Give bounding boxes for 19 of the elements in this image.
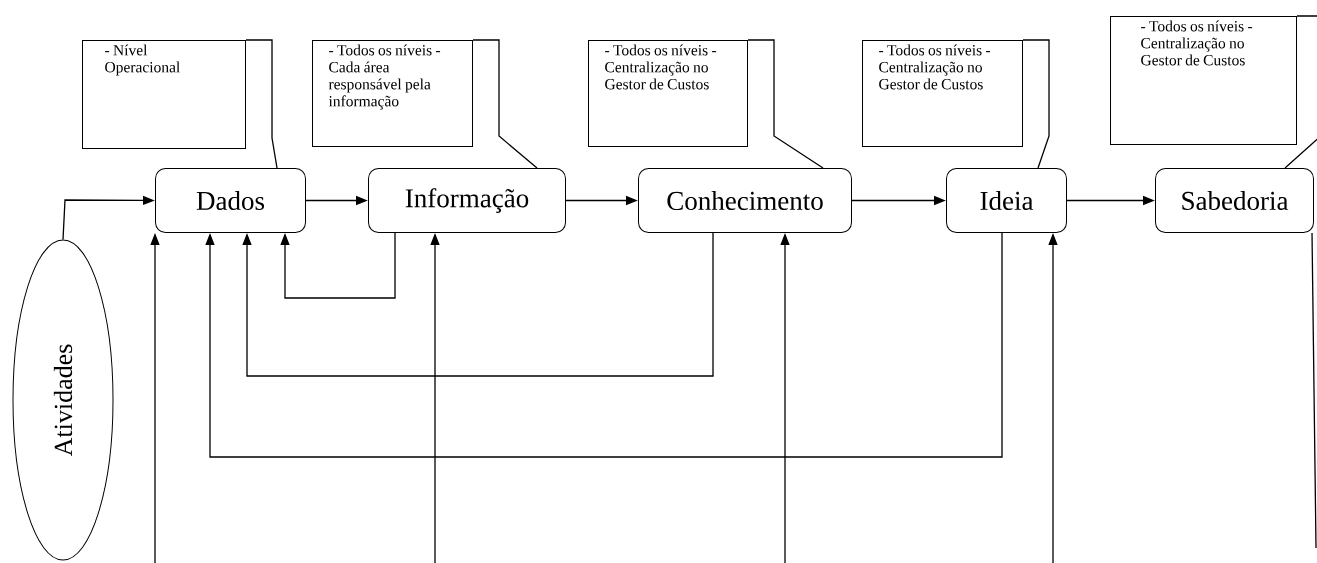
connector-line bbox=[1311, 232, 1317, 549]
leader-line bbox=[1022, 39, 1050, 169]
callout-box: - Todos os níveis - Centralização no Gestor de Custos bbox=[588, 40, 748, 147]
arrow bbox=[242, 232, 714, 377]
callout-box: - Todos os níveis - Centralização no Gestor de Custos bbox=[1110, 16, 1297, 145]
arrow bbox=[280, 232, 396, 299]
leader-line bbox=[747, 39, 824, 169]
process-box: Dados bbox=[155, 168, 306, 233]
process-box: Sabedoria bbox=[1155, 168, 1314, 233]
callout-box: - Todos os níveis - Cada área responsável pela informação bbox=[312, 40, 473, 147]
process-box: Conhecimento bbox=[638, 168, 852, 233]
callout-box: - Nível Operacional bbox=[82, 40, 246, 149]
leader-line bbox=[1284, 15, 1317, 169]
callout-box: - Todos os níveis - Centralização no Gestor de Custos bbox=[862, 40, 1023, 147]
arrow bbox=[205, 232, 1003, 458]
process-box: Ideia bbox=[946, 168, 1067, 233]
leader-line bbox=[472, 39, 538, 169]
process-box: Informação bbox=[368, 168, 566, 233]
leader-line bbox=[245, 39, 278, 169]
